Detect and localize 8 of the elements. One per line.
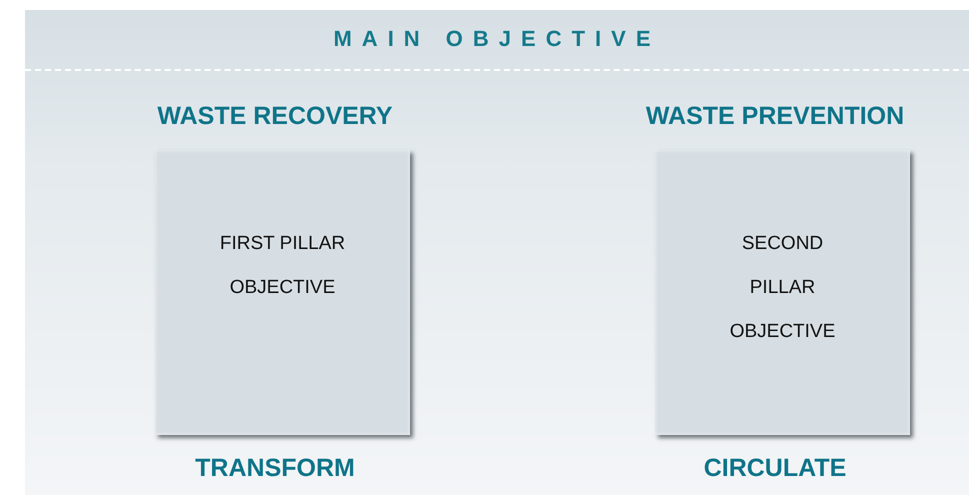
caption-text: CIRCULATE [702,454,848,483]
box-text: FIRST PILLAR OBJECTIVE [218,232,346,300]
box-text: SECOND PILLAR OBJECTIVE [728,232,836,344]
title-text: MAIN OBJECTIVE [332,26,662,52]
panel-background [25,10,969,495]
heading-text: WASTE PREVENTION [644,102,906,131]
heading-text: WASTE RECOVERY [156,102,394,131]
caption-text: TRANSFORM [194,454,356,483]
